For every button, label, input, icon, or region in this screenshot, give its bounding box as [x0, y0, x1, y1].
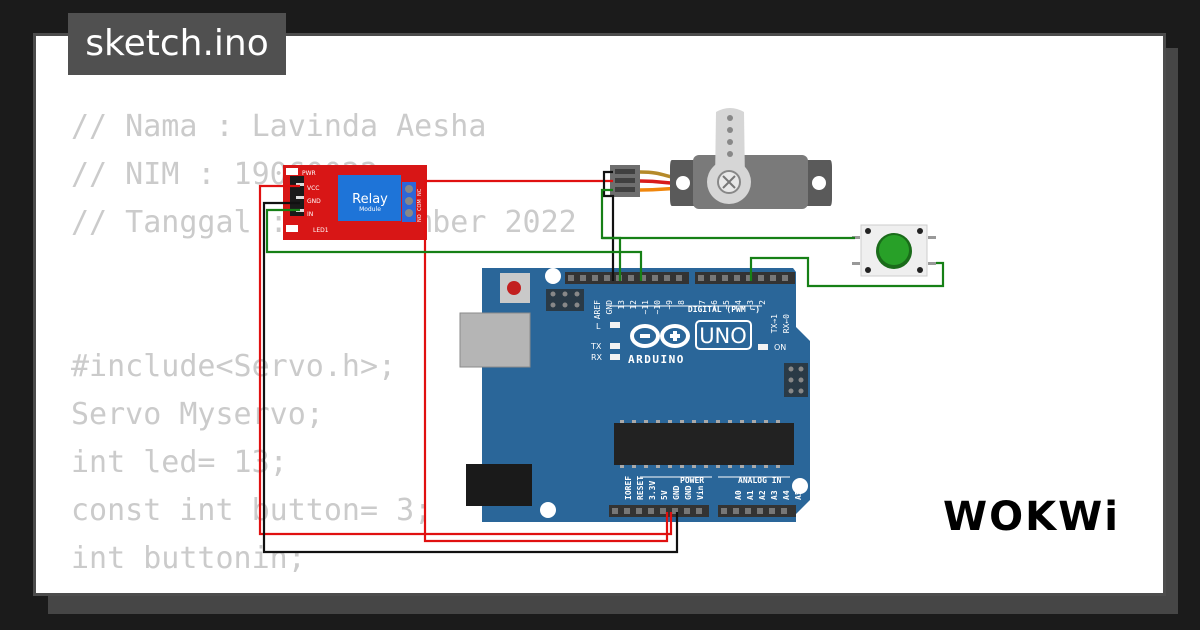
- digital-label: DIGITAL (PWM ~): [688, 305, 760, 314]
- pin-label: GND: [605, 300, 614, 315]
- arduino-logo-icon: [630, 324, 690, 348]
- analog-pin-label: A3: [770, 490, 779, 500]
- led-tx-label: TX: [590, 342, 602, 351]
- relay-pin-label: GND: [307, 198, 321, 205]
- power-pin-label: 5V: [660, 490, 669, 500]
- uno-badge: [695, 320, 752, 350]
- relay-pin-label: IN: [307, 211, 313, 218]
- board-model: UNO: [699, 324, 747, 348]
- pin-label: 2: [758, 300, 767, 305]
- power-pin-label: 3.3V: [648, 481, 657, 500]
- power-pin-label: GND: [672, 485, 681, 500]
- wokwi-logo: WOKWi: [943, 494, 1120, 540]
- relay-terminal-label: NC: [417, 188, 423, 196]
- pwr-led: [286, 168, 298, 175]
- analog-pin-label: A4: [782, 490, 791, 500]
- relay-pin-label: VCC: [307, 185, 319, 192]
- pin-label: ~10: [653, 300, 662, 315]
- pin-label: TX→1: [770, 314, 779, 333]
- led-l: [610, 322, 620, 328]
- power-label: POWER: [680, 476, 704, 485]
- led-on-label: ON: [774, 343, 786, 352]
- relay-terminal-label: NO: [417, 214, 423, 222]
- power-pin-label: GND: [684, 485, 693, 500]
- led-l-label: L: [596, 322, 601, 331]
- power-pin-label: IOREF: [624, 476, 633, 500]
- relay-body: [338, 175, 401, 221]
- led1-label: LED1: [313, 227, 329, 234]
- pin-label: 12: [629, 300, 638, 310]
- power-pin-label: RESET: [636, 476, 645, 500]
- filename-tab[interactable]: sketch.ino: [68, 13, 286, 75]
- led1: [286, 225, 298, 232]
- code-line: Servo Myservo;: [71, 397, 324, 432]
- icsp-header-right: [784, 363, 808, 397]
- pin-label: ~5: [722, 300, 731, 310]
- wire-red[interactable]: [258, 184, 673, 536]
- atmega-chip: [614, 423, 794, 465]
- code-line: const int button= 3;: [71, 493, 433, 528]
- relay-subtitle: Module: [359, 206, 381, 213]
- relay-terminal-label: COM: [417, 199, 423, 211]
- wire-green[interactable]: [749, 256, 945, 288]
- relay-title: Relay: [352, 192, 388, 207]
- code-line: // Nama : Lavinda Aesha: [71, 109, 487, 144]
- pin-label: AREF: [593, 300, 602, 319]
- push-button[interactable]: [852, 224, 936, 277]
- mounting-hole: [792, 478, 808, 494]
- icsp-header: [546, 289, 584, 311]
- mounting-hole: [545, 268, 561, 284]
- led-rx-label: RX: [591, 353, 603, 362]
- servo-motor[interactable]: [610, 108, 832, 209]
- wire-black[interactable]: [602, 170, 615, 281]
- pin-label: 7: [698, 300, 707, 305]
- arduino-uno-board[interactable]: AREF GND 13 12 ~11 ~10 ~9 8 7 ~6 ~5 4 ~3…: [459, 268, 810, 522]
- usb-port: [459, 312, 531, 368]
- led-tx: [610, 343, 620, 349]
- analog-pin-label: A5: [794, 490, 803, 500]
- pwr-led-label: PWR: [302, 170, 316, 177]
- power-pin-label: Vin: [695, 485, 705, 500]
- pin-label: ~6: [710, 300, 719, 310]
- led-rx: [610, 354, 620, 360]
- pin-label: ~3: [746, 300, 755, 310]
- pin-label: ~11: [641, 300, 650, 315]
- code-line: #include<Servo.h>;: [71, 349, 397, 384]
- wire-red[interactable]: [423, 179, 669, 543]
- wires: [258, 170, 945, 554]
- analog-label: ANALOG IN: [738, 476, 782, 485]
- analog-pin-label: A0: [734, 490, 743, 500]
- wire-green[interactable]: [600, 188, 622, 281]
- board-brand: ARDUINO: [628, 353, 685, 366]
- mounting-hole: [540, 502, 556, 518]
- pin-label: ~9: [665, 300, 674, 310]
- reset-button-cap[interactable]: [507, 281, 521, 295]
- power-jack: [466, 464, 532, 506]
- pin-label: 4: [734, 300, 743, 305]
- pin-label: 8: [677, 300, 686, 305]
- led-on: [758, 344, 768, 350]
- analog-pin-label: A2: [758, 490, 767, 500]
- wire-black[interactable]: [262, 201, 679, 554]
- relay-module[interactable]: PWR LED1 VCC GND IN Relay Module NO COM …: [283, 165, 427, 240]
- analog-pin-label: A1: [746, 490, 755, 500]
- wire-green[interactable]: [265, 208, 643, 281]
- pin-label: 13: [617, 300, 626, 310]
- code-line: int buttonin;: [71, 541, 306, 576]
- pin-label: RX←0: [782, 314, 791, 333]
